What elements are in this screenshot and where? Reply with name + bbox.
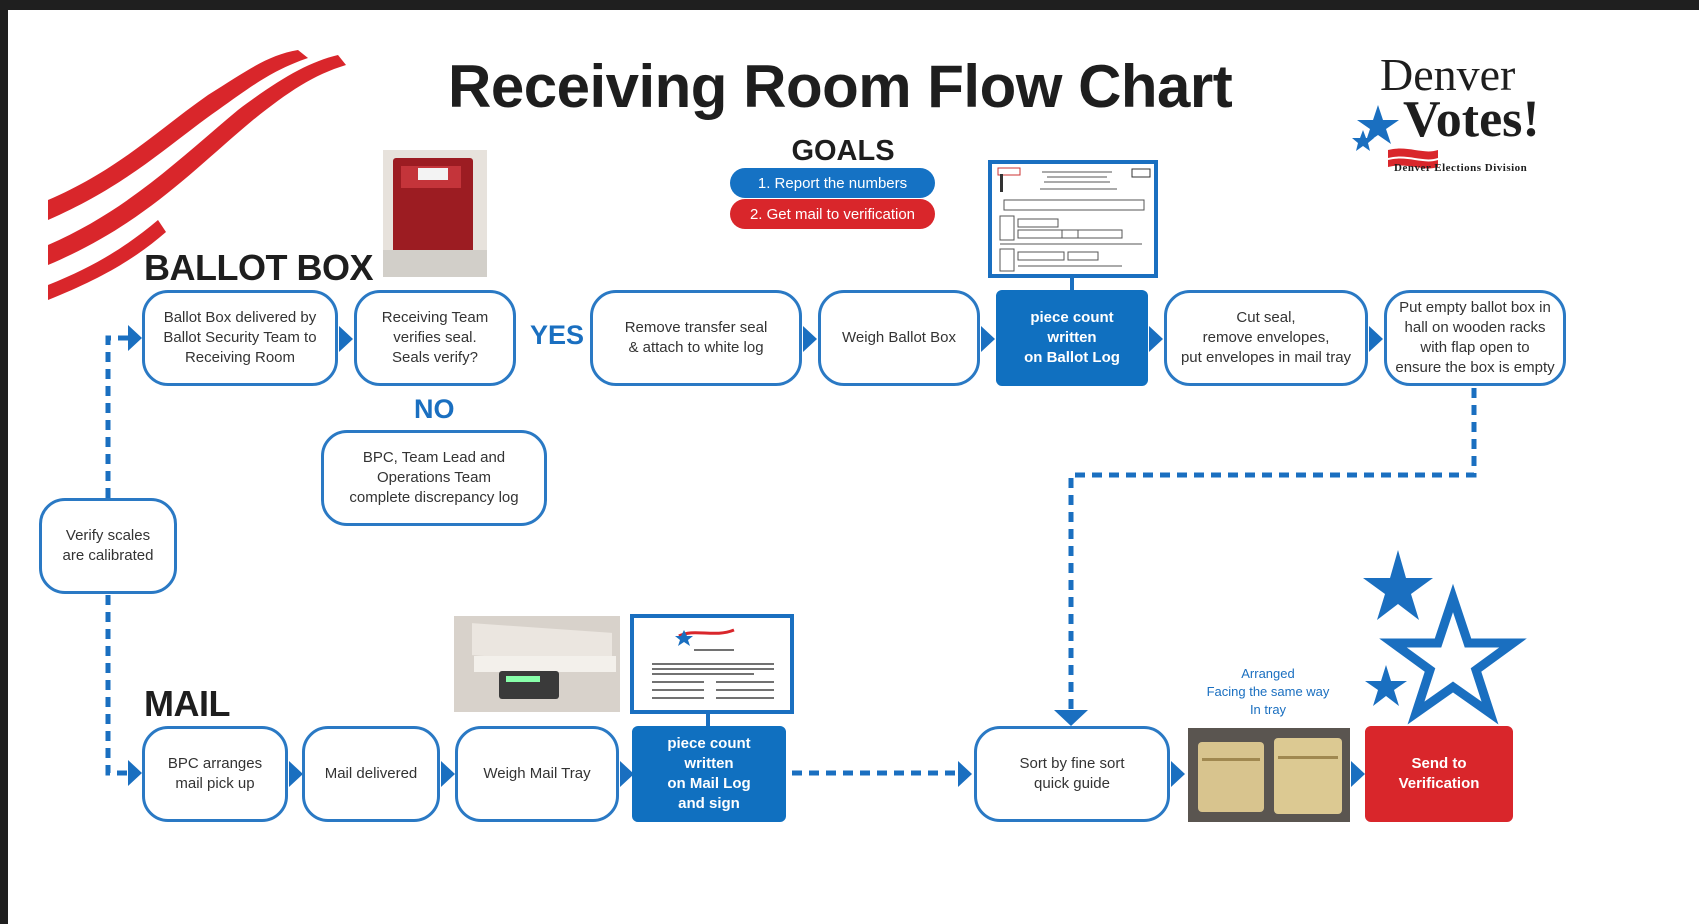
label-arranged-tray: Arranged Facing the same way In tray xyxy=(1206,666,1330,717)
arrow-right-icon xyxy=(289,761,303,787)
goal-report-numbers: 1. Report the numbers xyxy=(730,168,935,198)
mail-log-document xyxy=(630,614,794,714)
step-verify-seal: Receiving Team verifies seal. Seals veri… xyxy=(354,290,516,386)
arrow-right-icon xyxy=(1369,326,1383,352)
arrow-right-icon xyxy=(1171,761,1185,787)
logo-subtitle: Denver Elections Division xyxy=(1394,162,1528,174)
arrow-right-icon xyxy=(128,760,142,786)
goal-mail-verification: 2. Get mail to verification xyxy=(730,199,935,229)
logo-line-denver: Denver xyxy=(1380,49,1516,100)
arrow-right-icon xyxy=(958,761,972,787)
step-remove-transfer-seal: Remove transfer seal & attach to white l… xyxy=(590,290,802,386)
arrow-right-icon xyxy=(128,325,142,351)
goals-heading: GOALS xyxy=(791,135,895,167)
step-weigh-mail-tray: Weigh Mail Tray xyxy=(455,726,619,822)
arrow-right-icon xyxy=(441,761,455,787)
envelopes-tray-photo xyxy=(1188,728,1350,822)
arrow-right-icon xyxy=(1149,326,1163,352)
step-weigh-ballot-box: Weigh Ballot Box xyxy=(818,290,980,386)
step-ballot-box-delivered: Ballot Box delivered by Ballot Security … xyxy=(142,290,338,386)
arrow-right-icon xyxy=(620,761,634,787)
connector-lines xyxy=(48,50,1527,776)
logo-stars-icon xyxy=(1352,105,1438,169)
step-cut-seal-remove-envelopes: Cut seal, remove envelopes, put envelope… xyxy=(1164,290,1368,386)
arrow-right-icon xyxy=(339,326,353,352)
mail-tray-photo xyxy=(454,616,620,712)
step-bpc-arranges-pickup: BPC arranges mail pick up xyxy=(142,726,288,822)
section-mail: MAIL xyxy=(144,683,230,724)
arrow-right-icon xyxy=(981,326,995,352)
step-piece-count-mail-log: piece count written on Mail Log and sign xyxy=(632,726,786,822)
arrow-right-icon xyxy=(1351,761,1365,787)
section-ballot-box: BALLOT BOX xyxy=(144,247,373,288)
ballot-box-photo xyxy=(383,150,487,277)
step-piece-count-ballot-log: piece count written on Ballot Log xyxy=(996,290,1148,386)
mail-log-form-graphic xyxy=(652,628,774,699)
step-discrepancy-log: BPC, Team Lead and Operations Team compl… xyxy=(321,430,547,526)
label-yes: YES xyxy=(530,320,585,350)
flag-stripes-graphic xyxy=(48,50,346,300)
step-sort-fine-sort: Sort by fine sort quick guide xyxy=(974,726,1170,822)
ballot-log-document xyxy=(988,160,1158,278)
ballot-log-form-graphic xyxy=(997,167,1151,272)
arrow-right-icon xyxy=(803,326,817,352)
label-no: NO xyxy=(414,394,455,424)
step-empty-ballot-box-racks: Put empty ballot box in hall on wooden r… xyxy=(1384,290,1566,386)
page-title: Receiving Room Flow Chart xyxy=(448,53,1233,120)
flow-chart-canvas: Receiving Room Flow Chart GOALS 1. Repor… xyxy=(8,10,1699,924)
logo-line-votes: Votes! xyxy=(1403,91,1540,148)
step-verify-scales: Verify scales are calibrated xyxy=(39,498,177,594)
stars-graphic xyxy=(1363,550,1527,725)
step-mail-delivered: Mail delivered xyxy=(302,726,440,822)
step-send-to-verification: Send to Verification xyxy=(1365,726,1513,822)
